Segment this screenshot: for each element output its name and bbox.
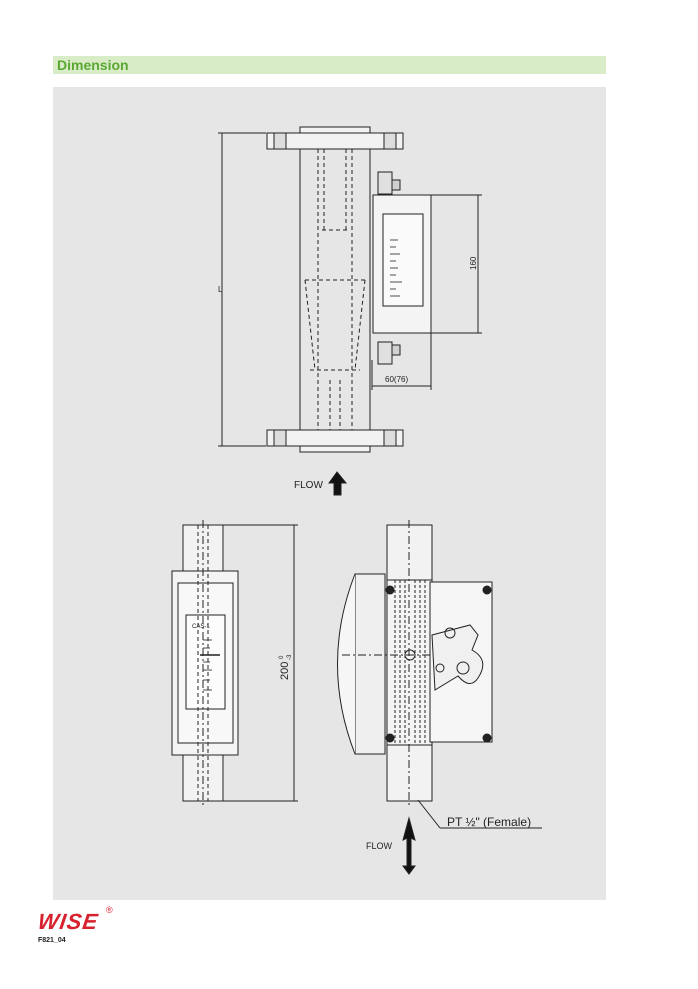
dimension-200-tol-upper: 0 xyxy=(279,655,285,659)
section-header: Dimension xyxy=(53,56,606,74)
drawing-panel xyxy=(53,87,606,900)
flow-label-bottom: FLOW xyxy=(366,841,393,851)
thread-callout: PT ½" (Female) xyxy=(447,815,531,829)
dimension-length-label: L xyxy=(218,285,223,294)
logo-text: WISE xyxy=(36,909,101,934)
flow-label-top: FLOW xyxy=(294,480,323,491)
dimension-200-label: 200 xyxy=(279,662,291,680)
dimension-height-label: 160 xyxy=(469,256,478,270)
registered-mark: ® xyxy=(106,905,113,915)
document-code: F821_04 xyxy=(38,937,66,944)
bottom-flange xyxy=(266,429,404,447)
section-title: Dimension xyxy=(57,57,129,73)
dimension-width-label: 60(76) xyxy=(385,375,408,384)
wise-logo: WISE xyxy=(36,909,101,935)
top-flange xyxy=(266,132,404,150)
scale-label: CAS-1 xyxy=(192,624,210,630)
dimension-200-tol-lower: -3 xyxy=(287,654,293,660)
